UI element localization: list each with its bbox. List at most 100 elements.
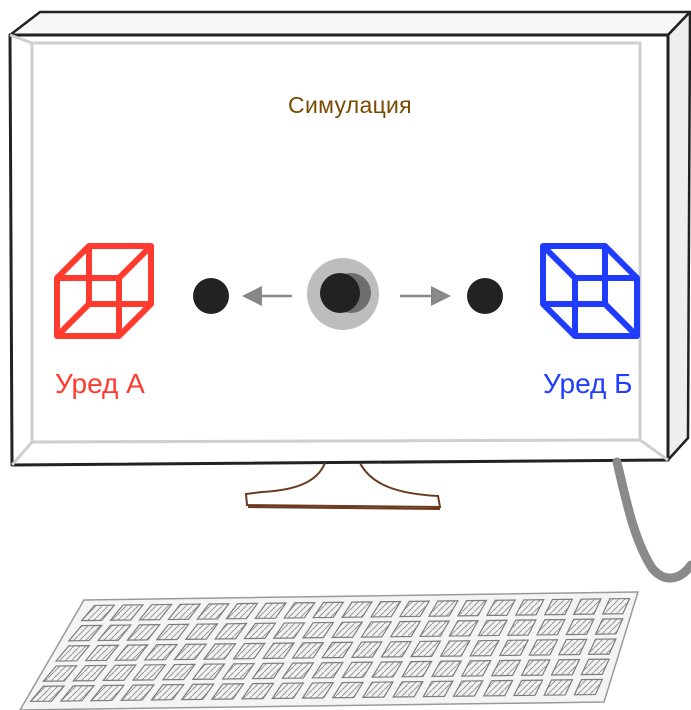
- keyboard-key: [29, 685, 66, 703]
- screen-title: Симулация: [288, 92, 412, 118]
- keyboard-key: [196, 603, 231, 620]
- keyboard-key: [84, 644, 120, 662]
- keyboard-key: [261, 642, 296, 660]
- keyboard-key: [430, 660, 463, 678]
- device-a-label: Уред А: [55, 368, 145, 399]
- keyboard-key: [71, 664, 108, 682]
- keyboard-key: [520, 659, 551, 676]
- monitor: [8, 10, 691, 467]
- keyboard-key: [42, 665, 78, 682]
- keyboard-key: [143, 643, 179, 661]
- keyboard-key: [371, 661, 404, 678]
- keyboard-key: [184, 623, 219, 640]
- keyboard-key: [155, 623, 190, 641]
- keyboard-key: [180, 683, 215, 701]
- keyboard-key: [54, 644, 91, 662]
- keyboard-key: [573, 678, 604, 696]
- keyboard-key: [240, 682, 275, 700]
- keyboard-key: [301, 621, 335, 639]
- keyboard-key: [543, 679, 574, 696]
- keyboard-key: [572, 598, 602, 615]
- keyboard-key: [369, 600, 402, 618]
- keyboard-key: [565, 618, 595, 636]
- keyboard-key: [331, 681, 365, 699]
- keyboard-key: [59, 685, 96, 702]
- keyboard-key: [225, 602, 259, 620]
- keyboard-key: [418, 620, 451, 638]
- keyboard-key: [482, 679, 514, 697]
- particle-source-icon: [307, 258, 379, 330]
- keyboard-key: [150, 683, 185, 701]
- keyboard-key: [341, 661, 374, 679]
- keyboard-key: [460, 660, 492, 677]
- device-b-label: Уред Б: [543, 368, 633, 399]
- keyboard-key: [594, 618, 624, 635]
- keyboard-key: [138, 603, 173, 621]
- keyboard-key: [536, 618, 566, 636]
- keyboard-key: [243, 622, 277, 640]
- keyboard-key: [131, 664, 167, 681]
- keyboard-key: [67, 624, 104, 642]
- keyboard-key: [202, 643, 237, 660]
- keyboard-icon: [19, 591, 640, 710]
- keyboard-key: [485, 599, 517, 617]
- keyboard-key: [80, 604, 116, 622]
- keyboard-key: [392, 680, 424, 698]
- keyboard-key: [283, 601, 316, 619]
- keyboard-key: [113, 644, 149, 661]
- keyboard-key: [312, 601, 345, 619]
- keyboard-key: [514, 599, 545, 616]
- keyboard-key: [398, 600, 431, 618]
- particle-left: [193, 278, 229, 314]
- keyboard-key: [389, 620, 422, 638]
- keyboard-key: [422, 680, 454, 698]
- keyboard-key: [254, 602, 288, 620]
- keyboard-key: [427, 600, 459, 617]
- keyboard-key: [439, 640, 471, 657]
- keyboard-key: [341, 601, 374, 618]
- keyboard-key: [272, 622, 306, 639]
- keyboard-key: [232, 642, 266, 660]
- particle-right: [467, 278, 503, 314]
- keyboard-key: [409, 640, 442, 658]
- keyboard-key: [506, 619, 537, 636]
- keyboard-key: [550, 658, 581, 676]
- keyboard-key: [126, 624, 161, 641]
- keyboard-key: [331, 621, 364, 639]
- keyboard-key: [350, 641, 383, 658]
- keyboard-key: [448, 619, 480, 637]
- keyboard-key: [498, 639, 530, 657]
- device-b-cube-icon: [540, 243, 640, 339]
- keyboard-key: [213, 622, 248, 640]
- keyboard-key: [96, 624, 132, 642]
- keyboard-key: [321, 641, 354, 659]
- keyboard-key: [109, 604, 145, 621]
- keyboard-key: [361, 681, 395, 699]
- keyboard-key: [528, 639, 559, 656]
- keyboard-key: [580, 658, 611, 676]
- keyboard-key: [191, 663, 226, 681]
- monitor-stand: [244, 462, 442, 510]
- keyboard-key: [543, 598, 574, 616]
- keyboard-key: [291, 642, 325, 659]
- keyboard-key: [210, 683, 245, 700]
- device-a-cube-icon: [54, 243, 154, 339]
- keyboard-key: [271, 682, 305, 700]
- keyboard-key: [221, 662, 256, 680]
- keyboard-key: [251, 662, 285, 680]
- keyboard-key: [101, 664, 138, 682]
- keyboard-key: [161, 663, 197, 681]
- keyboard-key: [167, 603, 202, 621]
- keyboard-key: [587, 638, 617, 656]
- keyboard-key: [477, 619, 509, 637]
- keyboard-key: [490, 659, 522, 677]
- keyboard-key: [401, 660, 433, 678]
- keyboard-key: [512, 679, 544, 697]
- keyboard-key: [311, 661, 344, 679]
- keyboard-key: [281, 662, 315, 679]
- keyboard-key: [469, 639, 500, 657]
- keyboard-key: [456, 599, 488, 617]
- keyboard-key: [119, 684, 156, 701]
- keyboard-key: [89, 684, 126, 702]
- keyboard-key: [173, 643, 208, 661]
